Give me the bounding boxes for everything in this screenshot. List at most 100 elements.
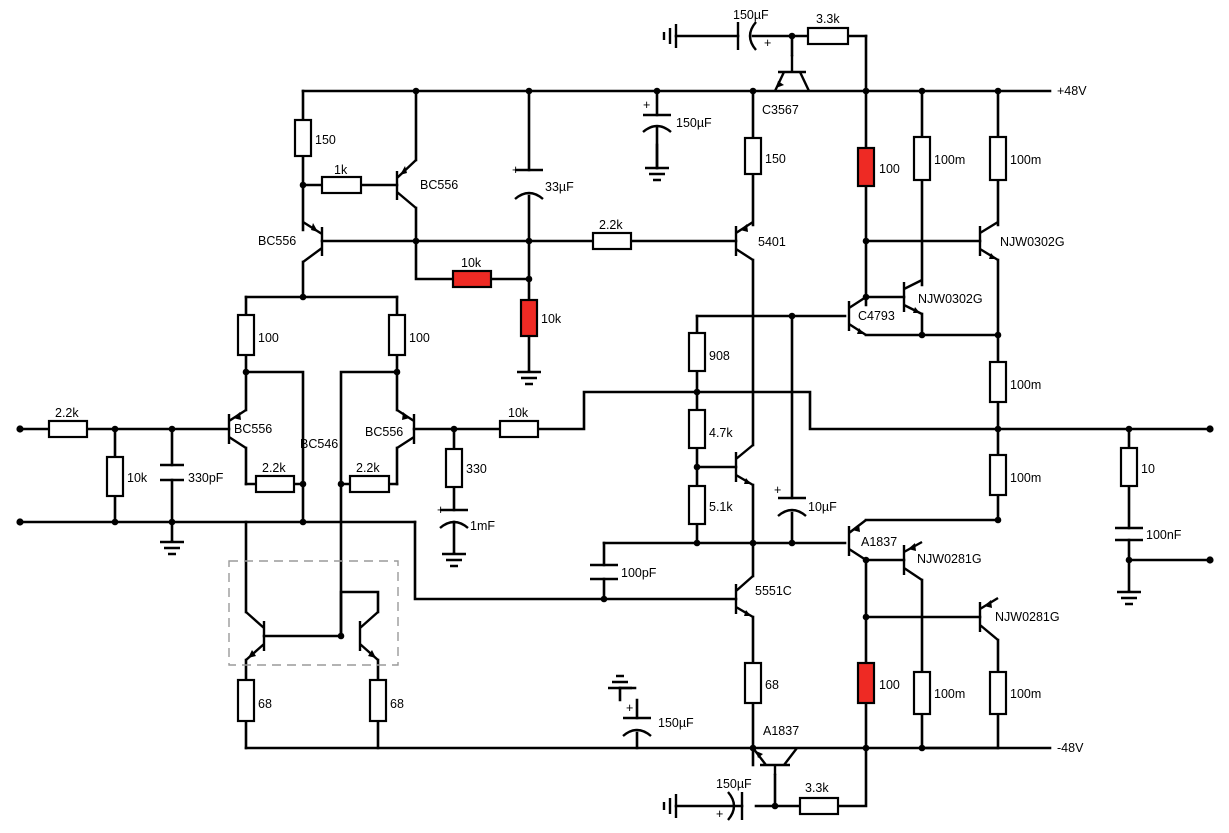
r-driver-top-label: 100 — [879, 162, 900, 176]
q-vas-low-label: 5551C — [755, 584, 792, 598]
capacitor-feedback: + — [437, 503, 469, 529]
capacitor-input — [160, 463, 184, 482]
rail-positive-label: +48V — [1057, 84, 1087, 98]
r-emitter-mid-top-label: 100m — [1010, 378, 1041, 392]
resistor-input-series — [47, 419, 89, 439]
transistor-bot-cs — [752, 747, 798, 775]
resistor-ltp-left — [236, 313, 256, 357]
resistor-degen-left — [254, 474, 296, 494]
r-ltp-right-label: 100 — [409, 331, 430, 345]
svg-text:+: + — [512, 163, 519, 177]
q-top-source-label: BC556 — [258, 234, 296, 248]
q-out-top-1-label: NJW0302G — [1000, 235, 1065, 249]
transistor-driver-top — [847, 295, 867, 337]
r-vbe-bot-label: 5.1k — [709, 500, 733, 514]
svg-text:+: + — [626, 701, 633, 715]
r-vbe-top-label: 908 — [709, 349, 730, 363]
resistor-vbe-top — [687, 331, 707, 373]
r-degen-right-label: 2.2k — [356, 461, 380, 475]
r-vas-bias-label: 2.2k — [599, 218, 623, 232]
svg-text:+: + — [643, 98, 650, 112]
transistor-out-bot-2 — [978, 596, 999, 641]
q-out-top-2-label: NJW0302G — [918, 292, 983, 306]
q-out-bot-1-label: NJW0281G — [917, 552, 982, 566]
resistor-emitter-bot-b — [988, 670, 1008, 716]
capacitor-bot-boot: + — [716, 791, 744, 821]
capacitor-miller — [590, 563, 618, 581]
ground-symbol — [645, 143, 669, 182]
transistor-top-cs — [773, 55, 811, 92]
resistor-ref-shunt — [519, 298, 539, 338]
transistor-out-top-2 — [902, 278, 923, 316]
ground-symbol — [442, 552, 466, 568]
transistor-top-source — [302, 220, 324, 263]
r-ref-shunt-label: 10k — [541, 312, 562, 326]
resistor-emitter-top-b — [988, 135, 1008, 182]
transistor-driver-bot — [847, 519, 867, 562]
resistor-top-emitter — [293, 118, 313, 158]
resistor-emitter-top-a — [912, 135, 932, 182]
grounds — [160, 24, 1141, 818]
c-vbe-label: 10µF — [808, 500, 837, 514]
c-top-rail-label: 150µF — [676, 116, 712, 130]
transistor-vas — [734, 220, 754, 262]
resistor-top-boot — [806, 26, 850, 46]
r-emitter-bot-a-label: 100m — [934, 687, 965, 701]
q-driver-bot-label: A1837 — [861, 535, 897, 549]
resistor-bot-boot — [798, 796, 840, 816]
c-zobel-label: 100nF — [1146, 528, 1182, 542]
q-ltp-left-label: BC556 — [234, 422, 272, 436]
transistor-vbe — [734, 444, 754, 487]
transistor-mirror-left — [245, 611, 266, 661]
labels: +48V -48V 2.2k 10k 150 1k 100 100 2.2k 2… — [55, 8, 1182, 795]
transistors — [227, 55, 999, 775]
svg-text:+: + — [774, 483, 781, 497]
resistor-zobel — [1119, 446, 1139, 488]
r-emitter-bot-b-label: 100m — [1010, 687, 1041, 701]
r-bot-boot-label: 3.3k — [805, 781, 829, 795]
capacitor-top-boot: + — [736, 21, 771, 51]
capacitor-ref: + — [512, 163, 544, 200]
capacitor-top-rail: + — [642, 98, 672, 133]
resistor-emitter-mid-bot — [988, 453, 1008, 497]
r-feedback-shunt-label: 330 — [466, 462, 487, 476]
q-vas-label: 5401 — [758, 235, 786, 249]
current-mirror-box — [228, 560, 399, 666]
svg-text:+: + — [716, 807, 723, 821]
r-ltp-left-label: 100 — [258, 331, 279, 345]
r-emitter-top-a-label: 100m — [934, 153, 965, 167]
r-top-boot-label: 3.3k — [816, 12, 840, 26]
r-mirror-left-label: 68 — [258, 697, 272, 711]
c-bot-boot-label: 150µF — [716, 777, 752, 791]
resistor-feedback-shunt — [444, 447, 464, 489]
r-vas-low-emitter-label: 68 — [765, 678, 779, 692]
transistor-top-ref — [395, 159, 417, 209]
c-ref-label: 33µF — [545, 180, 574, 194]
r-ref-series-label: 10k — [461, 256, 482, 270]
resistor-driver-bot — [856, 661, 876, 705]
q-driver-top-label: C4793 — [858, 309, 895, 323]
resistor-mirror-left — [236, 678, 256, 723]
r-input-shunt-label: 10k — [127, 471, 148, 485]
q-top-ref-label: BC556 — [420, 178, 458, 192]
wires — [18, 34, 1212, 808]
transistor-mirror-right — [358, 611, 379, 661]
c-feedback-label: 1mF — [470, 519, 495, 533]
r-degen-left-label: 2.2k — [262, 461, 286, 475]
capacitor-vbe: + — [774, 483, 807, 517]
r-mirror-right-label: 68 — [390, 697, 404, 711]
resistor-mirror-right — [368, 678, 388, 723]
c-input-label: 330pF — [188, 471, 224, 485]
r-emitter-mid-bot-label: 100m — [1010, 471, 1041, 485]
ground-symbol — [608, 674, 632, 690]
ground-symbol — [662, 794, 678, 818]
r-top-base-label: 1k — [334, 163, 348, 177]
ground-symbol — [517, 370, 541, 386]
c-miller-label: 100pF — [621, 566, 657, 580]
capacitors: + + + + + + — [160, 21, 1143, 821]
r-feedback-label: 10k — [508, 406, 529, 420]
ground-symbol — [160, 540, 184, 556]
resistor-vas-low-emitter — [743, 661, 763, 705]
resistor-vas-bias — [591, 231, 633, 251]
